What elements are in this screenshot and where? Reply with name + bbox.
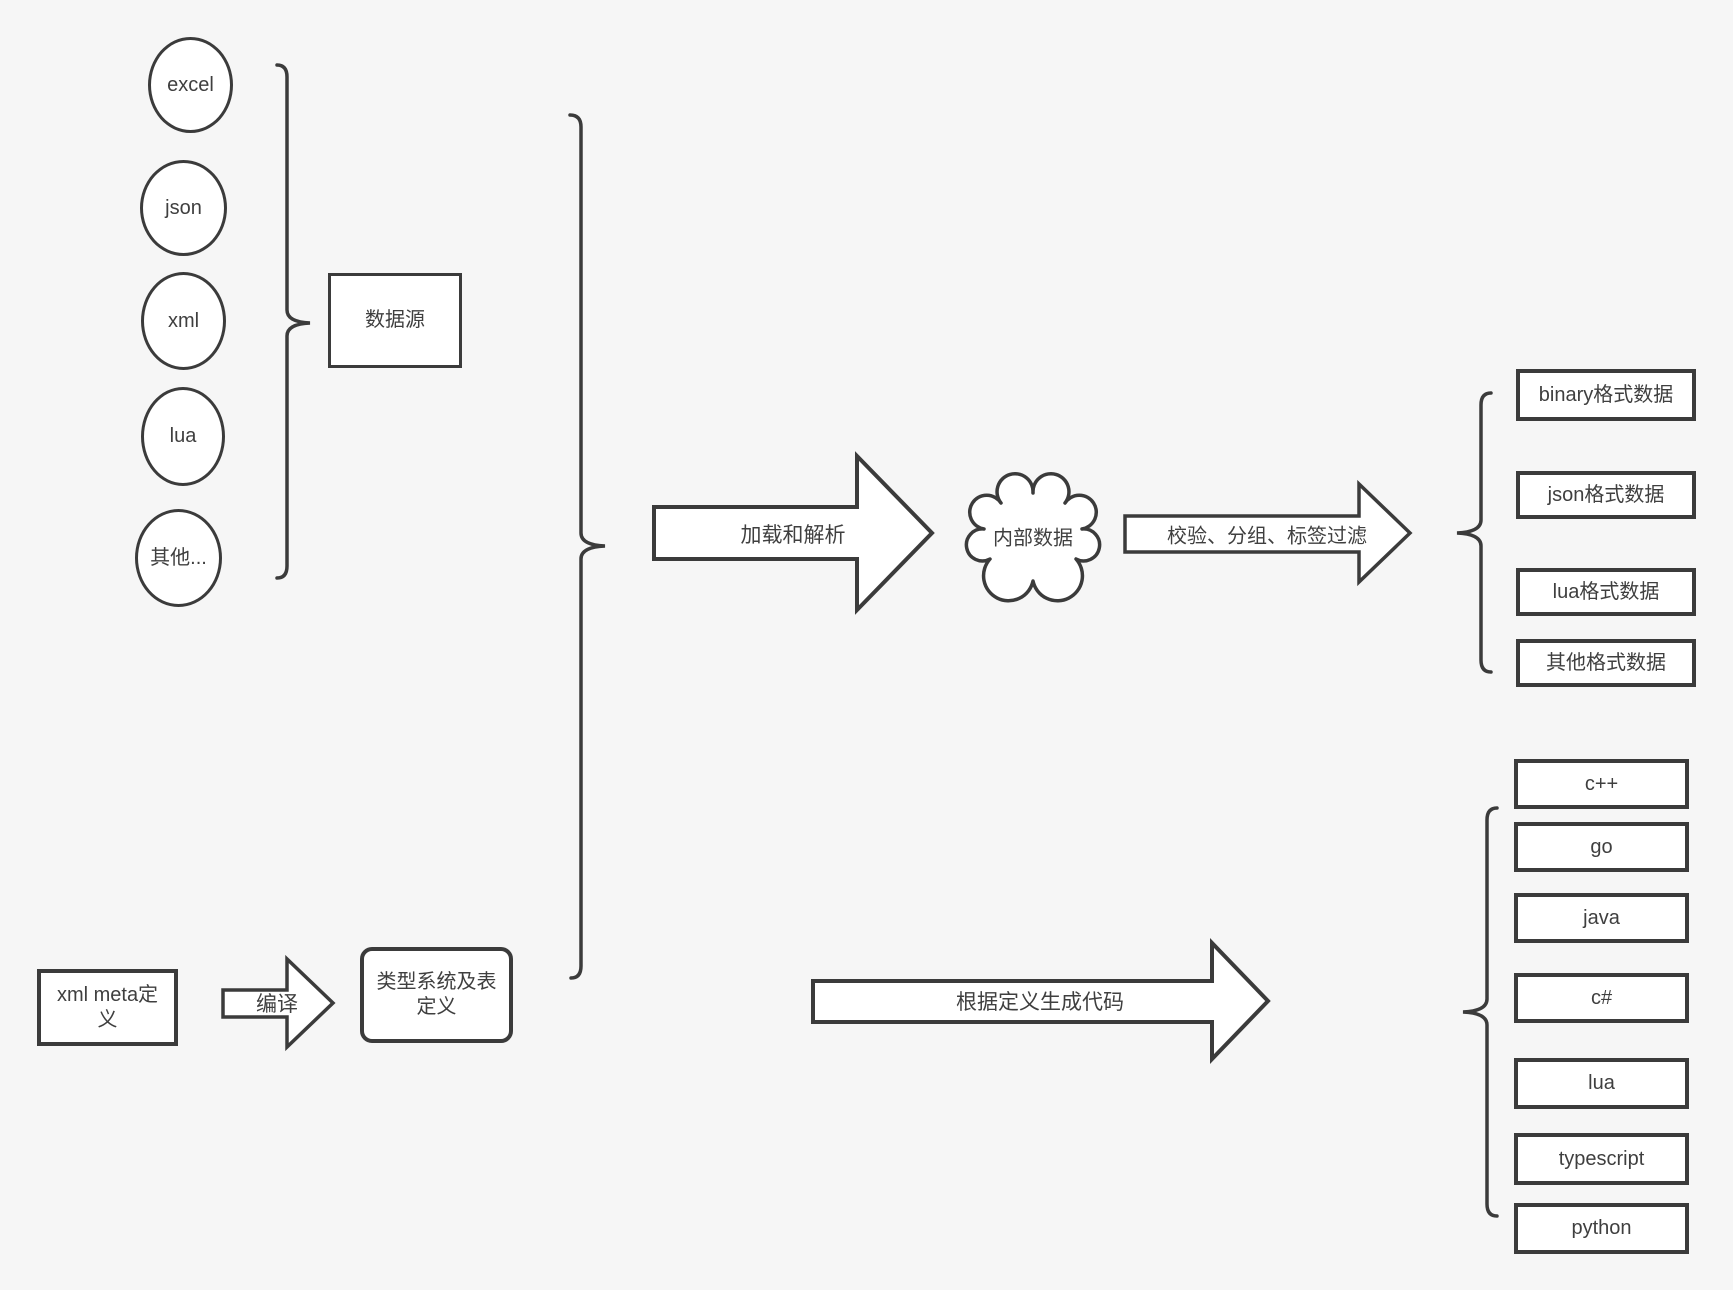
filter-arrow-label: 校验、分组、标签过滤 — [1167, 525, 1367, 548]
source-ellipse-excel: excel — [148, 37, 233, 133]
format-label-lua: lua格式数据 — [1552, 580, 1660, 603]
datasource-group-box: 数据源 — [328, 273, 462, 368]
xml-meta-box: xml meta定义 — [37, 969, 178, 1046]
format-label-other: 其他格式数据 — [1546, 651, 1666, 674]
source-label-xml: xml — [167, 309, 200, 332]
internal-data-label: 内部数据 — [993, 527, 1073, 550]
load-parse-arrow-label: 加载和解析 — [740, 524, 846, 547]
source-ellipse-lua: lua — [141, 387, 225, 486]
language-label-cpp: c++ — [1584, 772, 1619, 795]
language-box-python: python — [1514, 1203, 1689, 1254]
format-box-lua: lua格式数据 — [1516, 568, 1696, 616]
language-label-python: python — [1571, 1217, 1632, 1239]
type-system-box: 类型系统及表定义 — [360, 947, 513, 1043]
language-label-go: go — [1590, 835, 1613, 858]
format-box-json: json格式数据 — [1516, 471, 1696, 519]
format-box-binary: binary格式数据 — [1516, 369, 1696, 421]
source-ellipse-other: 其他... — [135, 509, 222, 607]
type-system-label: 类型系统及表定义 — [376, 971, 497, 1018]
language-label-lua: lua — [1588, 1072, 1615, 1094]
language-box-lua: lua — [1514, 1058, 1689, 1109]
language-box-cpp: c++ — [1514, 759, 1689, 809]
formats-brace — [1457, 393, 1491, 672]
format-label-json: json格式数据 — [1547, 483, 1665, 506]
language-label-java: java — [1583, 906, 1620, 929]
languages-brace — [1463, 808, 1497, 1216]
source-ellipse-xml: xml — [141, 272, 226, 370]
language-box-csharp: c# — [1514, 973, 1689, 1023]
format-label-binary: binary格式数据 — [1538, 383, 1674, 406]
source-label-lua: lua — [169, 425, 197, 447]
language-box-typescript: typescript — [1514, 1133, 1689, 1185]
language-box-java: java — [1514, 893, 1689, 943]
source-label-excel: excel — [167, 73, 214, 96]
main-brace — [570, 115, 605, 978]
source-label-other: 其他... — [150, 546, 207, 569]
language-label-csharp: c# — [1590, 986, 1613, 1009]
datasource-group-label: 数据源 — [365, 309, 425, 331]
source-label-json: json — [165, 196, 202, 219]
sources-brace — [277, 65, 310, 578]
language-label-typescript: typescript — [1558, 1147, 1645, 1170]
language-box-go: go — [1514, 822, 1689, 872]
compile-arrow-label: 编译 — [256, 993, 298, 1016]
format-box-other: 其他格式数据 — [1516, 639, 1696, 687]
source-ellipse-json: json — [140, 160, 227, 256]
xml-meta-label: xml meta定义 — [56, 983, 159, 1031]
codegen-arrow-label: 根据定义生成代码 — [956, 991, 1124, 1014]
